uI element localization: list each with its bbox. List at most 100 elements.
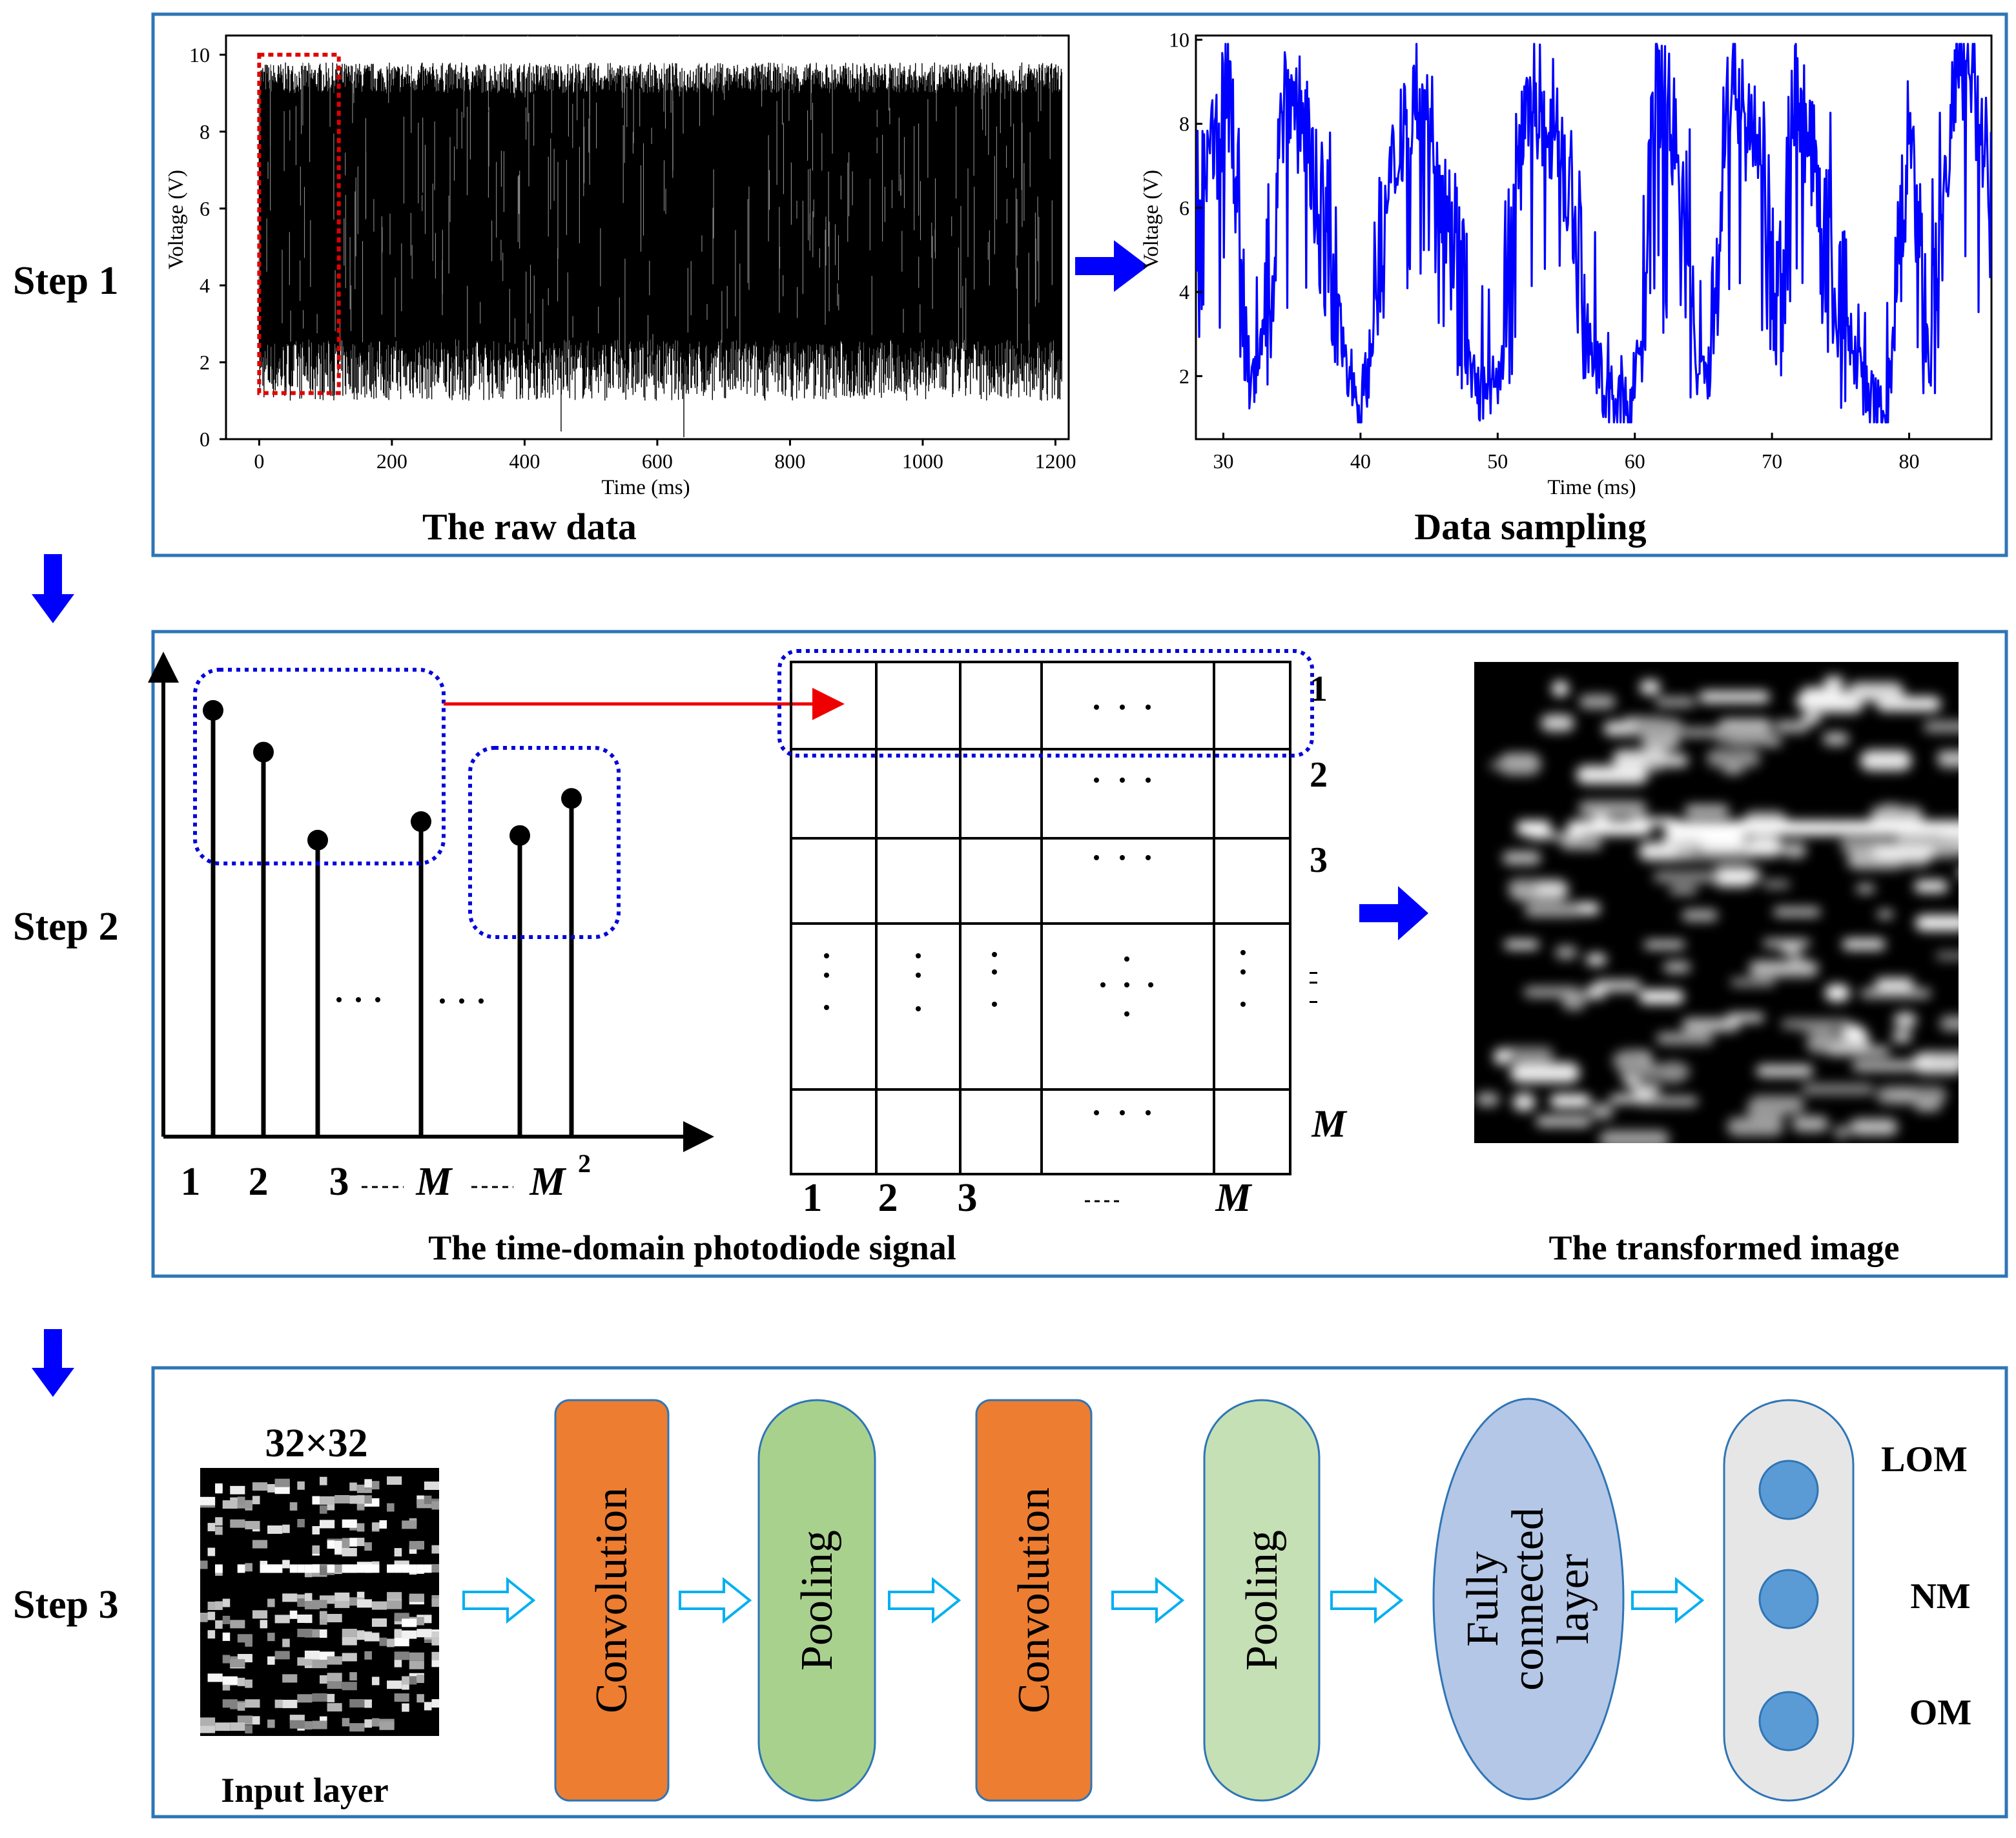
- col-label-2: 2: [878, 1176, 898, 1220]
- output-node-om: [1758, 1691, 1819, 1751]
- matrix-row-highlight: [777, 649, 1314, 758]
- signal-stem-head: [253, 741, 274, 763]
- pool-block-1-label: Pooling: [792, 1530, 842, 1671]
- matrix-ellipses: [824, 705, 1246, 1115]
- step1-right-arrow: [1075, 240, 1148, 292]
- fc-line-2: connected: [1503, 1507, 1553, 1691]
- flow-arrows: [462, 1576, 1705, 1624]
- signal-stem-head: [561, 788, 582, 809]
- signal-stem-head: [307, 829, 328, 851]
- raw-x-tick-label: 1200: [1034, 449, 1076, 473]
- sampling-x-axis-label: Time (ms): [1547, 476, 1636, 499]
- raw-x-axis-label: Time (ms): [601, 476, 690, 499]
- step1-label: Step 1: [13, 259, 119, 303]
- output-node-nm: [1758, 1569, 1819, 1629]
- raw-x-tick-label: 1000: [902, 449, 943, 473]
- flow-arrow: [1330, 1576, 1404, 1624]
- flow-arrow: [462, 1576, 536, 1624]
- row-label-m: M: [1311, 1102, 1348, 1145]
- pool-block-1: Pooling: [757, 1399, 876, 1802]
- signal-caption: The time-domain photodiode signal: [428, 1228, 956, 1267]
- signal-axes: [148, 652, 714, 1152]
- signal-x-label-m: M: [415, 1160, 453, 1204]
- conv-block-1-label: Convolution: [587, 1487, 637, 1713]
- flow-arrow: [679, 1576, 752, 1624]
- output-layer: [1723, 1399, 1855, 1802]
- input-layer-caption: Input layer: [221, 1771, 389, 1810]
- raw-highlight-box: [257, 52, 341, 395]
- pool-block-2-label: Pooling: [1237, 1530, 1287, 1671]
- flow-arrow: [888, 1576, 962, 1624]
- output-labels: LOM NM OM: [1881, 1440, 1971, 1733]
- row-label-1: 1: [1310, 669, 1328, 709]
- row-label-2: 2: [1310, 755, 1328, 795]
- step3-panel: [151, 1366, 2008, 1819]
- input-size-label: 32×32: [265, 1421, 367, 1465]
- raw-y-tick-label: 2: [200, 351, 210, 374]
- conv-block-2-label: Convolution: [1009, 1487, 1059, 1713]
- signal-x-label-m2: M: [529, 1160, 566, 1204]
- sampling-y-axis-label: Voltage (V): [1140, 170, 1163, 269]
- fc-line-1: Fully: [1458, 1551, 1508, 1647]
- raw-x-tick-label: 200: [376, 449, 407, 473]
- signal-x-label-1: 1: [181, 1160, 201, 1204]
- col-label-m: M: [1215, 1176, 1252, 1220]
- raw-x-tick-label: 0: [254, 449, 264, 473]
- step2-right-arrow: [1359, 886, 1428, 940]
- output-label-nm: NM: [1910, 1576, 1970, 1616]
- step3-label: Step 3: [13, 1583, 119, 1627]
- raw-x-tick-label: 400: [509, 449, 540, 473]
- transformed-image-caption: The transformed image: [1549, 1228, 1900, 1267]
- down-arrow-2: [32, 1329, 74, 1397]
- fc-line-3: layer: [1548, 1554, 1598, 1644]
- sampling-x-tick-label: 40: [1350, 449, 1371, 473]
- signal-stem-head: [203, 700, 223, 721]
- signal-stem-head: [411, 811, 431, 832]
- sampling-caption: Data sampling: [1414, 506, 1646, 548]
- sampling-y-tick-label: 8: [1179, 112, 1189, 136]
- raw-signal-trace: [258, 36, 1062, 438]
- raw-y-tick-label: 10: [189, 43, 210, 67]
- fully-connected-layer: Fully connected layer: [1432, 1398, 1625, 1801]
- matrix-row-labels: 1 2 3 M: [1310, 669, 1348, 1145]
- sampling-x-tick-label: 80: [1899, 449, 1920, 473]
- sampling-y-tick-label: 10: [1169, 28, 1189, 52]
- conv-block-2: Convolution: [975, 1399, 1093, 1802]
- step2-label: Step 2: [13, 905, 119, 949]
- signal-x-label-m2-exponent: 2: [578, 1149, 591, 1178]
- signal-x-label-3: 3: [329, 1160, 349, 1204]
- sampling-y-tick-label: 6: [1179, 196, 1189, 220]
- signal-group-box-2: [468, 746, 621, 939]
- sampling-x-tick-label: 50: [1487, 449, 1508, 473]
- down-arrow-1: [32, 554, 74, 623]
- raw-x-tick-label: 800: [774, 449, 805, 473]
- signal-stems: [203, 700, 582, 1137]
- output-node-lom: [1758, 1460, 1819, 1520]
- raw-y-axis-label: Voltage (V): [165, 170, 188, 269]
- output-label-lom: LOM: [1881, 1440, 1968, 1480]
- col-label-1: 1: [803, 1176, 823, 1220]
- signal-x-labels: 1 2 3 M M 2: [181, 1149, 591, 1204]
- raw-x-tick-label: 600: [642, 449, 673, 473]
- signal-x-label-2: 2: [249, 1160, 269, 1204]
- col-label-3: 3: [958, 1176, 978, 1220]
- raw-plot-frame: [225, 34, 1070, 440]
- sampling-x-tick-label: 60: [1625, 449, 1645, 473]
- raw-y-tick-label: 6: [200, 197, 210, 220]
- row-label-3: 3: [1310, 840, 1328, 880]
- matrix-grid: [790, 661, 1291, 1175]
- raw-y-tick-label: 0: [200, 428, 210, 451]
- pool-block-2: Pooling: [1203, 1399, 1321, 1802]
- raw-y-tick-label: 8: [200, 120, 210, 143]
- step2-panel: [151, 630, 2008, 1278]
- transformed-image: [1474, 662, 1959, 1143]
- signal-stem-head: [509, 825, 530, 846]
- flow-arrow: [1631, 1576, 1705, 1624]
- output-label-om: OM: [1909, 1693, 1971, 1733]
- sampling-x-tick-label: 70: [1762, 449, 1782, 473]
- conv-block-1: Convolution: [554, 1399, 670, 1802]
- sampling-y-tick-label: 2: [1179, 364, 1189, 387]
